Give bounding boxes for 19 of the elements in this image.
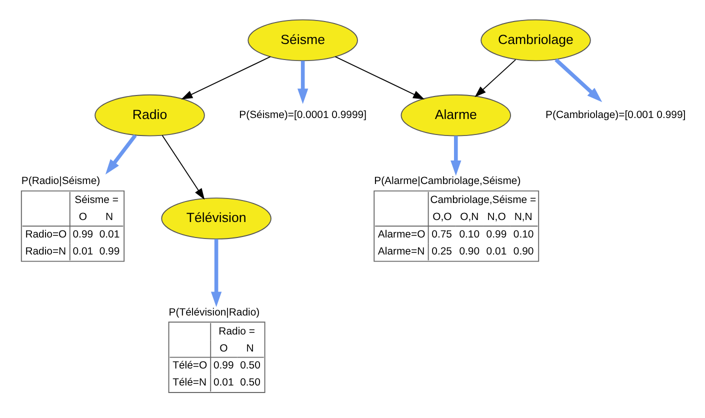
node-ellipse: Séisme xyxy=(248,19,358,62)
node-text: P(Séisme)=[0.0001 0.9999] xyxy=(239,110,367,122)
arrow xyxy=(554,58,602,102)
arrow xyxy=(181,56,271,100)
arrow xyxy=(297,60,308,104)
arrow xyxy=(334,56,425,100)
arrow xyxy=(474,59,516,98)
node-label: P(Radio|Séisme) xyxy=(21,176,100,188)
node-label: P(Télévision|Radio) xyxy=(168,307,260,318)
node-label: P(Alarme|Cambriolage,Séisme) xyxy=(374,176,521,188)
arrow xyxy=(450,136,462,176)
node-ellipse: Cambriolage xyxy=(480,19,591,62)
node-ellipse: Télévision xyxy=(161,198,272,240)
node-ellipse: Alarme xyxy=(400,94,512,136)
arrow xyxy=(162,134,205,200)
arrow xyxy=(210,239,222,307)
node-ellipse: Radio xyxy=(94,94,205,136)
node-text: P(Cambriolage)=[0.001 0.999] xyxy=(546,110,686,122)
arrow xyxy=(105,134,137,175)
